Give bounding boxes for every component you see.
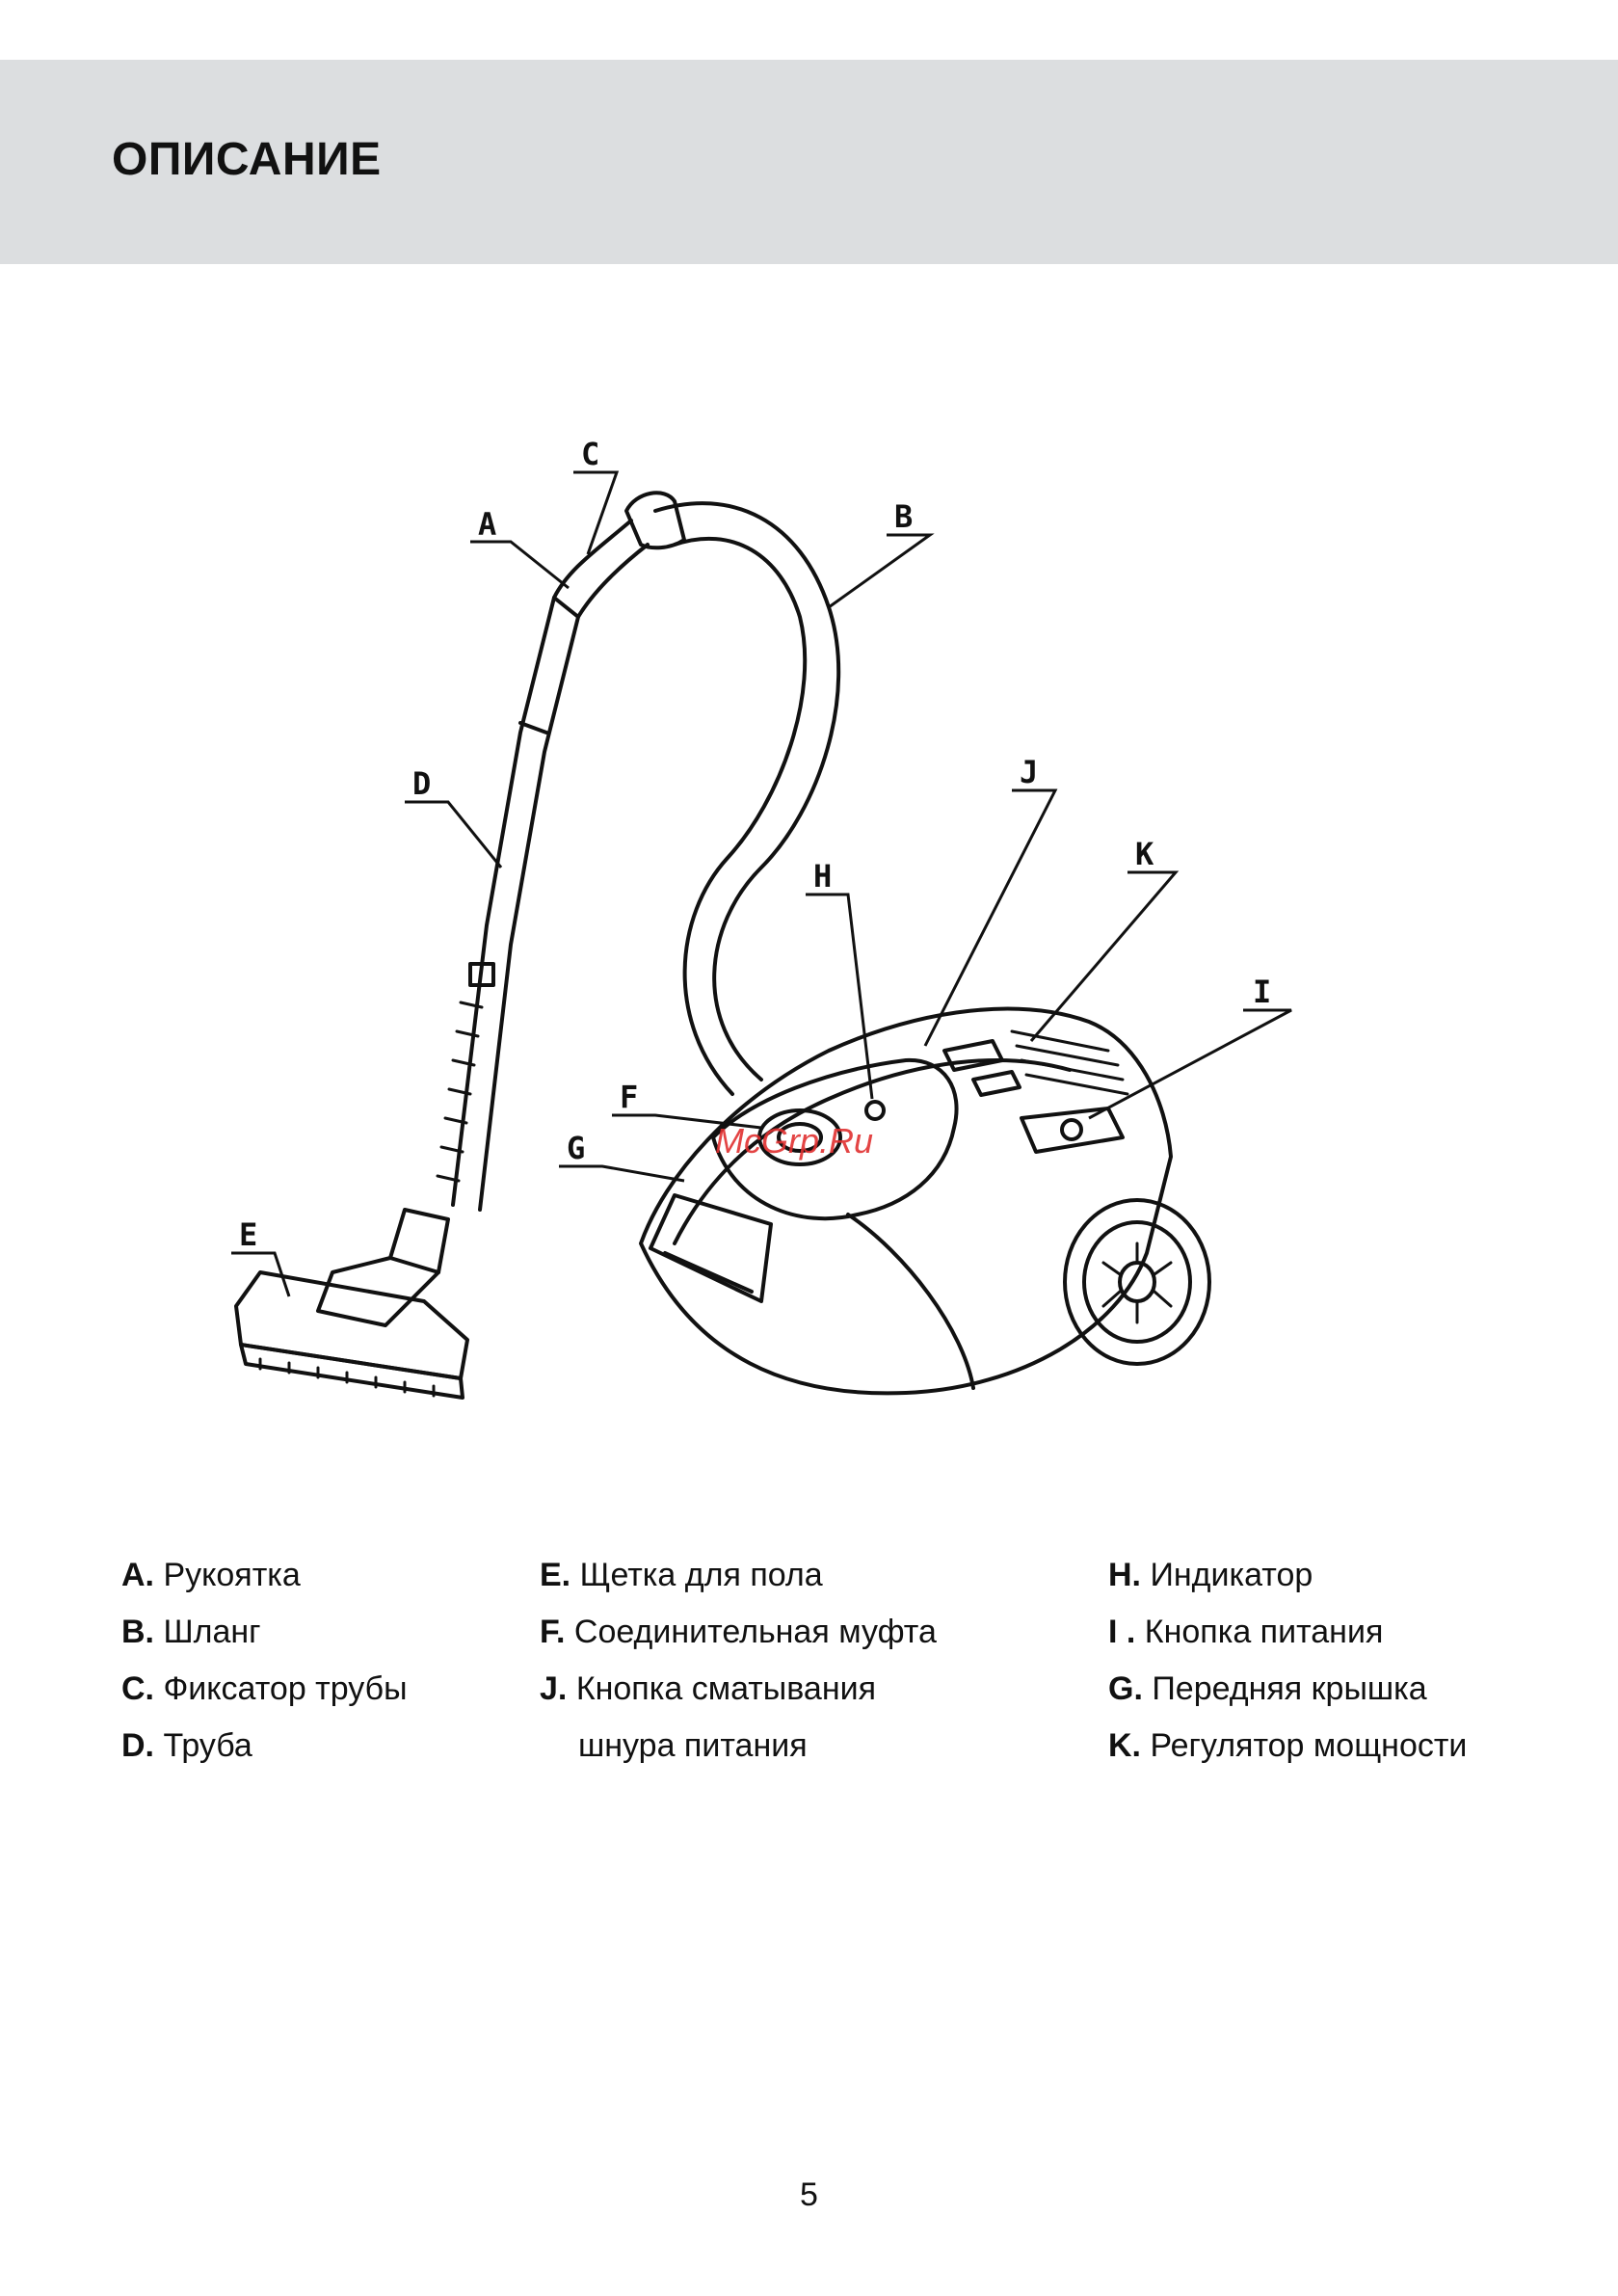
callout-line-a xyxy=(470,542,569,588)
callout-d: D xyxy=(412,765,431,802)
legend-item-j-continued: шнура питания xyxy=(540,1718,937,1775)
front-cover xyxy=(650,1195,771,1301)
callout-line-c xyxy=(573,472,617,554)
power-button xyxy=(1021,1108,1123,1152)
legend-item-g: G. Передняя крышка xyxy=(1108,1661,1467,1718)
legend-column-1: A. Рукоятка B. Шланг C. Фиксатор трубы D… xyxy=(121,1547,408,1775)
callout-g: G xyxy=(567,1130,585,1166)
indicator xyxy=(866,1102,884,1119)
legend-item-e: E. Щетка для пола xyxy=(540,1547,937,1604)
legend-item-k: K. Регулятор мощности xyxy=(1108,1718,1467,1775)
wheel xyxy=(1065,1200,1209,1364)
legend-column-3: H. Индикатор I . Кнопка питания G. Перед… xyxy=(1108,1547,1467,1775)
legend-item-f: F. Соединительная муфта xyxy=(540,1604,937,1661)
legend-item-c: C. Фиксатор трубы xyxy=(121,1661,408,1718)
hose xyxy=(655,503,838,1080)
callout-c: C xyxy=(581,436,599,472)
hose-inner xyxy=(675,539,805,1094)
callout-k: K xyxy=(1135,836,1154,872)
callout-a: A xyxy=(478,506,496,543)
callout-line-d xyxy=(405,802,501,868)
handle xyxy=(626,493,684,547)
legend-item-d: D. Труба xyxy=(121,1718,408,1775)
legend-item-h: H. Индикатор xyxy=(1108,1547,1467,1604)
page-number: 5 xyxy=(0,2176,1618,2214)
callout-h: H xyxy=(813,858,832,894)
legend-item-j: J. Кнопка сматывания xyxy=(540,1661,937,1718)
callout-line-g xyxy=(559,1166,684,1181)
callout-e: E xyxy=(239,1216,257,1253)
callout-f: F xyxy=(620,1079,638,1115)
legend-column-2: E. Щетка для пола F. Соединительная муфт… xyxy=(540,1547,937,1775)
vacuum-cleaner-diagram: A B C D E F G H I J K McGrp.Ru xyxy=(0,264,1618,1469)
callout-line-b xyxy=(829,535,930,607)
tube xyxy=(453,598,554,1205)
vacuum-body xyxy=(641,1009,1171,1394)
callout-i: I xyxy=(1253,974,1271,1010)
legend-item-b: B. Шланг xyxy=(121,1604,408,1661)
callout-b: B xyxy=(894,498,913,535)
callout-line-k xyxy=(1031,872,1176,1041)
callout-line-i xyxy=(1089,1010,1291,1118)
legend-item-a: A. Рукоятка xyxy=(121,1547,408,1604)
watermark: McGrp.Ru xyxy=(715,1121,873,1161)
callout-j: J xyxy=(1020,754,1038,790)
page-title: ОПИСАНИЕ xyxy=(112,133,382,186)
legend-item-i: I . Кнопка питания xyxy=(1108,1604,1467,1661)
